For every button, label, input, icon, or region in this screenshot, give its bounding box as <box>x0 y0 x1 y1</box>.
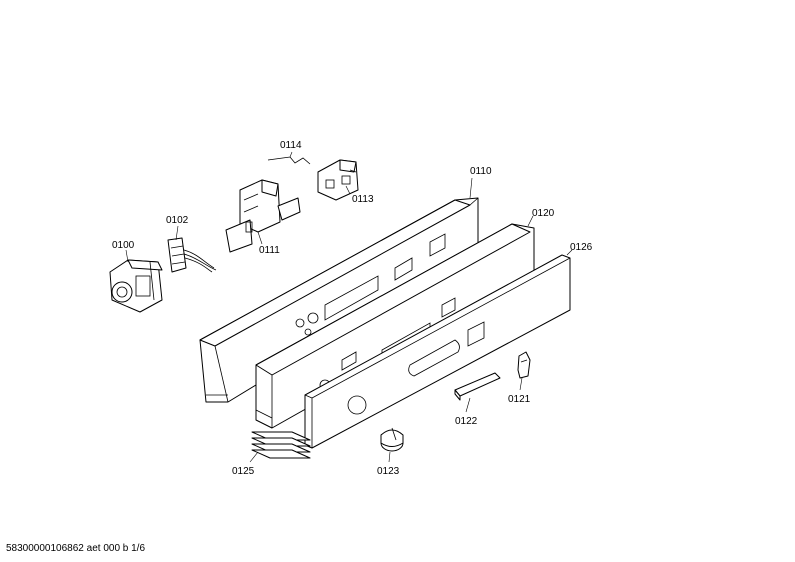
label-0100: 0100 <box>112 240 135 251</box>
part-0102-harness[interactable] <box>167 237 217 273</box>
label-0114: 0114 <box>280 140 302 151</box>
label-0126: 0126 <box>570 242 593 253</box>
leader-lines <box>125 151 573 463</box>
label-0125: 0125 <box>232 466 255 477</box>
label-0121: 0121 <box>508 394 531 405</box>
label-0111: 0111 <box>259 245 280 256</box>
label-0120: 0120 <box>532 208 555 219</box>
label-0102: 0102 <box>166 215 189 226</box>
part-0122-light-guide[interactable] <box>454 372 501 401</box>
part-0121-small-switch[interactable] <box>517 351 531 379</box>
part-0100-switch[interactable] <box>109 259 163 313</box>
part-labels: 0100 0102 0110 0111 0113 0114 0120 0121 … <box>112 140 593 477</box>
part-0123-knob[interactable] <box>380 427 404 452</box>
label-0113: 0113 <box>352 194 374 205</box>
label-0122: 0122 <box>455 416 478 427</box>
label-0110: 0110 <box>470 166 492 177</box>
document-id: 58300000106862 aet 000 b 1/6 <box>6 543 146 554</box>
part-0111-bracket[interactable] <box>225 179 301 253</box>
part-0125-pads[interactable] <box>251 431 311 459</box>
label-0123: 0123 <box>377 466 400 477</box>
part-0110-housing[interactable] <box>199 197 479 403</box>
part-0114-clip[interactable] <box>267 156 311 165</box>
